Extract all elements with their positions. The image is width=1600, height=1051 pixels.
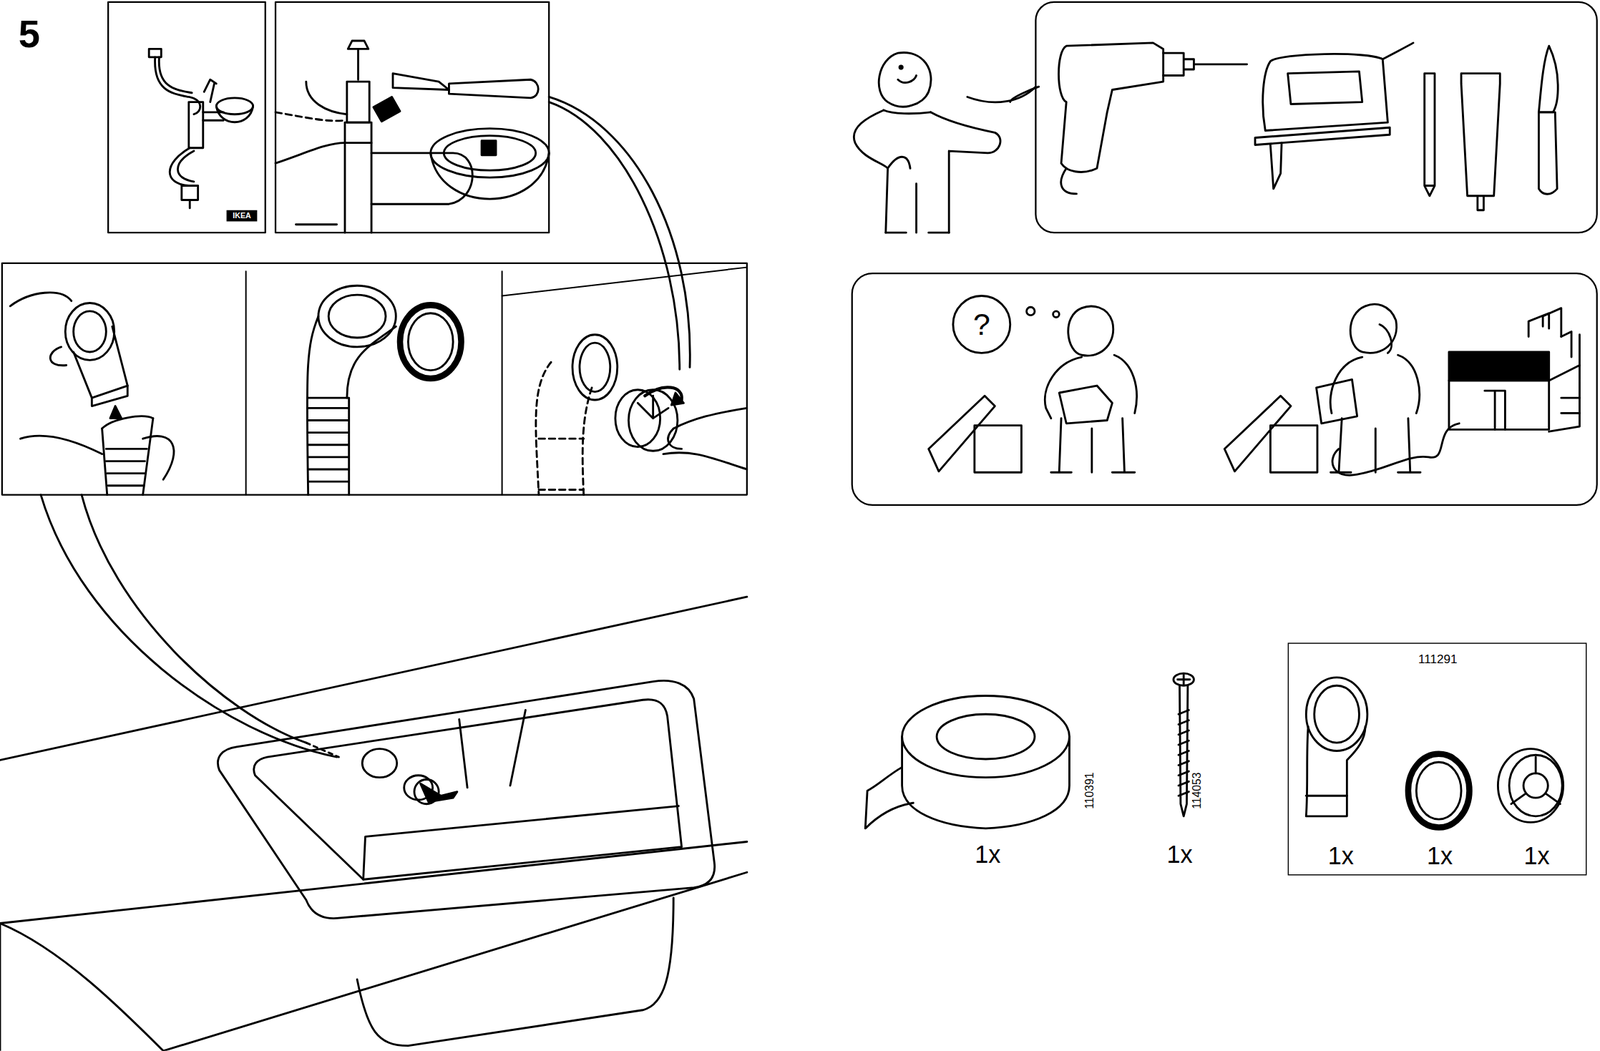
label-text: 1x [1166,842,1193,868]
label-text: 1x [974,842,1001,868]
part-number: 111291 [1418,653,1458,666]
step-number: 5 [18,14,41,53]
parts-box: 111291 1x 1x 1x [1288,642,1588,876]
label-text: ? [973,309,991,340]
part-number: 114053 [1191,772,1203,810]
quantity-label: 1x [1426,843,1453,868]
label-text: IKEA [1480,359,1517,375]
label-text: IKEA [232,211,252,220]
quantity-label: 1x [1524,843,1550,868]
quantity-label: 1x [1328,843,1354,868]
part-number: 110391 [1084,772,1096,810]
